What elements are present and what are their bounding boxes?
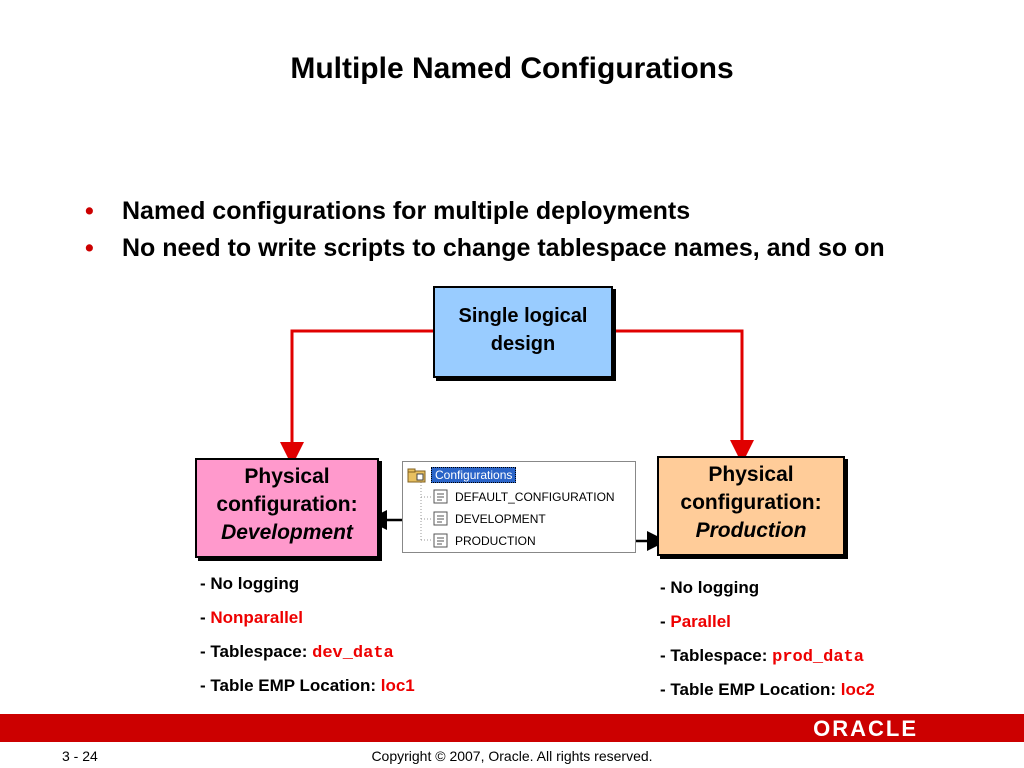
tree-item-production[interactable]: PRODUCTION bbox=[433, 532, 536, 550]
connector-left bbox=[280, 329, 433, 466]
bullet-list: • Named configurations for multiple deplo… bbox=[85, 194, 965, 268]
logical-design-box: Single logical design bbox=[433, 286, 613, 378]
slide-title: Multiple Named Configurations bbox=[290, 52, 734, 85]
prod-properties: - No logging - Parallel - Tablespace: pr… bbox=[660, 576, 875, 712]
bullet-dot-icon: • bbox=[85, 234, 94, 262]
footer-copyright: Copyright © 2007, Oracle. All rights res… bbox=[371, 748, 653, 764]
bullet-item: • Named configurations for multiple deplo… bbox=[85, 194, 965, 228]
dev-line-1: Physical bbox=[244, 465, 330, 488]
footer-red-bar bbox=[0, 714, 1024, 742]
prod-line-2: configuration: bbox=[680, 491, 822, 514]
bullet-dot-icon: • bbox=[85, 197, 94, 225]
footer-page-number: 3 - 24 bbox=[62, 748, 98, 764]
configuration-icon bbox=[433, 489, 449, 505]
folder-icon bbox=[407, 467, 427, 483]
dev-prop-location: - Table EMP Location: loc1 bbox=[200, 676, 415, 695]
logical-line-1: Single logical bbox=[458, 305, 588, 327]
configurations-tree: Configurations DEFAULT_CONFIGURATION DEV… bbox=[402, 461, 636, 553]
dev-properties: - No logging - Nonparallel - Tablespace:… bbox=[200, 572, 415, 708]
dev-prop-tablespace: - Tablespace: dev_data bbox=[200, 642, 394, 663]
bullet-text: Named configurations for multiple deploy… bbox=[122, 197, 691, 225]
bullet-text: No need to write scripts to change table… bbox=[122, 234, 885, 262]
bullet-item: • No need to write scripts to change tabl… bbox=[85, 231, 965, 265]
dev-config-box: Physical configuration: Development bbox=[195, 458, 379, 558]
prod-prop-location: - Table EMP Location: loc2 bbox=[660, 680, 875, 699]
prod-prop-parallel: - Parallel bbox=[660, 612, 731, 631]
logical-line-2: design bbox=[490, 333, 556, 355]
connector-right bbox=[613, 329, 754, 464]
tree-item-label: PRODUCTION bbox=[455, 534, 536, 548]
tree-item-label: DEFAULT_CONFIGURATION bbox=[455, 490, 615, 504]
tree-item-default[interactable]: DEFAULT_CONFIGURATION bbox=[433, 488, 615, 506]
prod-line-3: Production bbox=[695, 519, 807, 542]
configuration-icon bbox=[433, 511, 449, 527]
prod-prop-logging: - No logging bbox=[660, 578, 760, 597]
dev-line-2: configuration: bbox=[216, 493, 358, 516]
tree-root-label: Configurations bbox=[431, 467, 517, 483]
tree-item-development[interactable]: DEVELOPMENT bbox=[433, 510, 546, 528]
oracle-logo: ORACLE bbox=[813, 716, 918, 741]
prod-config-box: Physical configuration: Production bbox=[657, 456, 845, 556]
tree-root[interactable]: Configurations bbox=[407, 466, 517, 484]
tree-guides bbox=[420, 482, 433, 541]
dev-prop-logging: - No logging bbox=[200, 574, 300, 593]
dev-prop-parallel: - Nonparallel bbox=[200, 608, 303, 627]
prod-prop-tablespace: - Tablespace: prod_data bbox=[660, 646, 864, 667]
dev-line-3: Development bbox=[221, 521, 353, 544]
tree-item-label: DEVELOPMENT bbox=[455, 512, 546, 526]
prod-line-1: Physical bbox=[708, 463, 794, 486]
configuration-icon bbox=[433, 533, 449, 549]
